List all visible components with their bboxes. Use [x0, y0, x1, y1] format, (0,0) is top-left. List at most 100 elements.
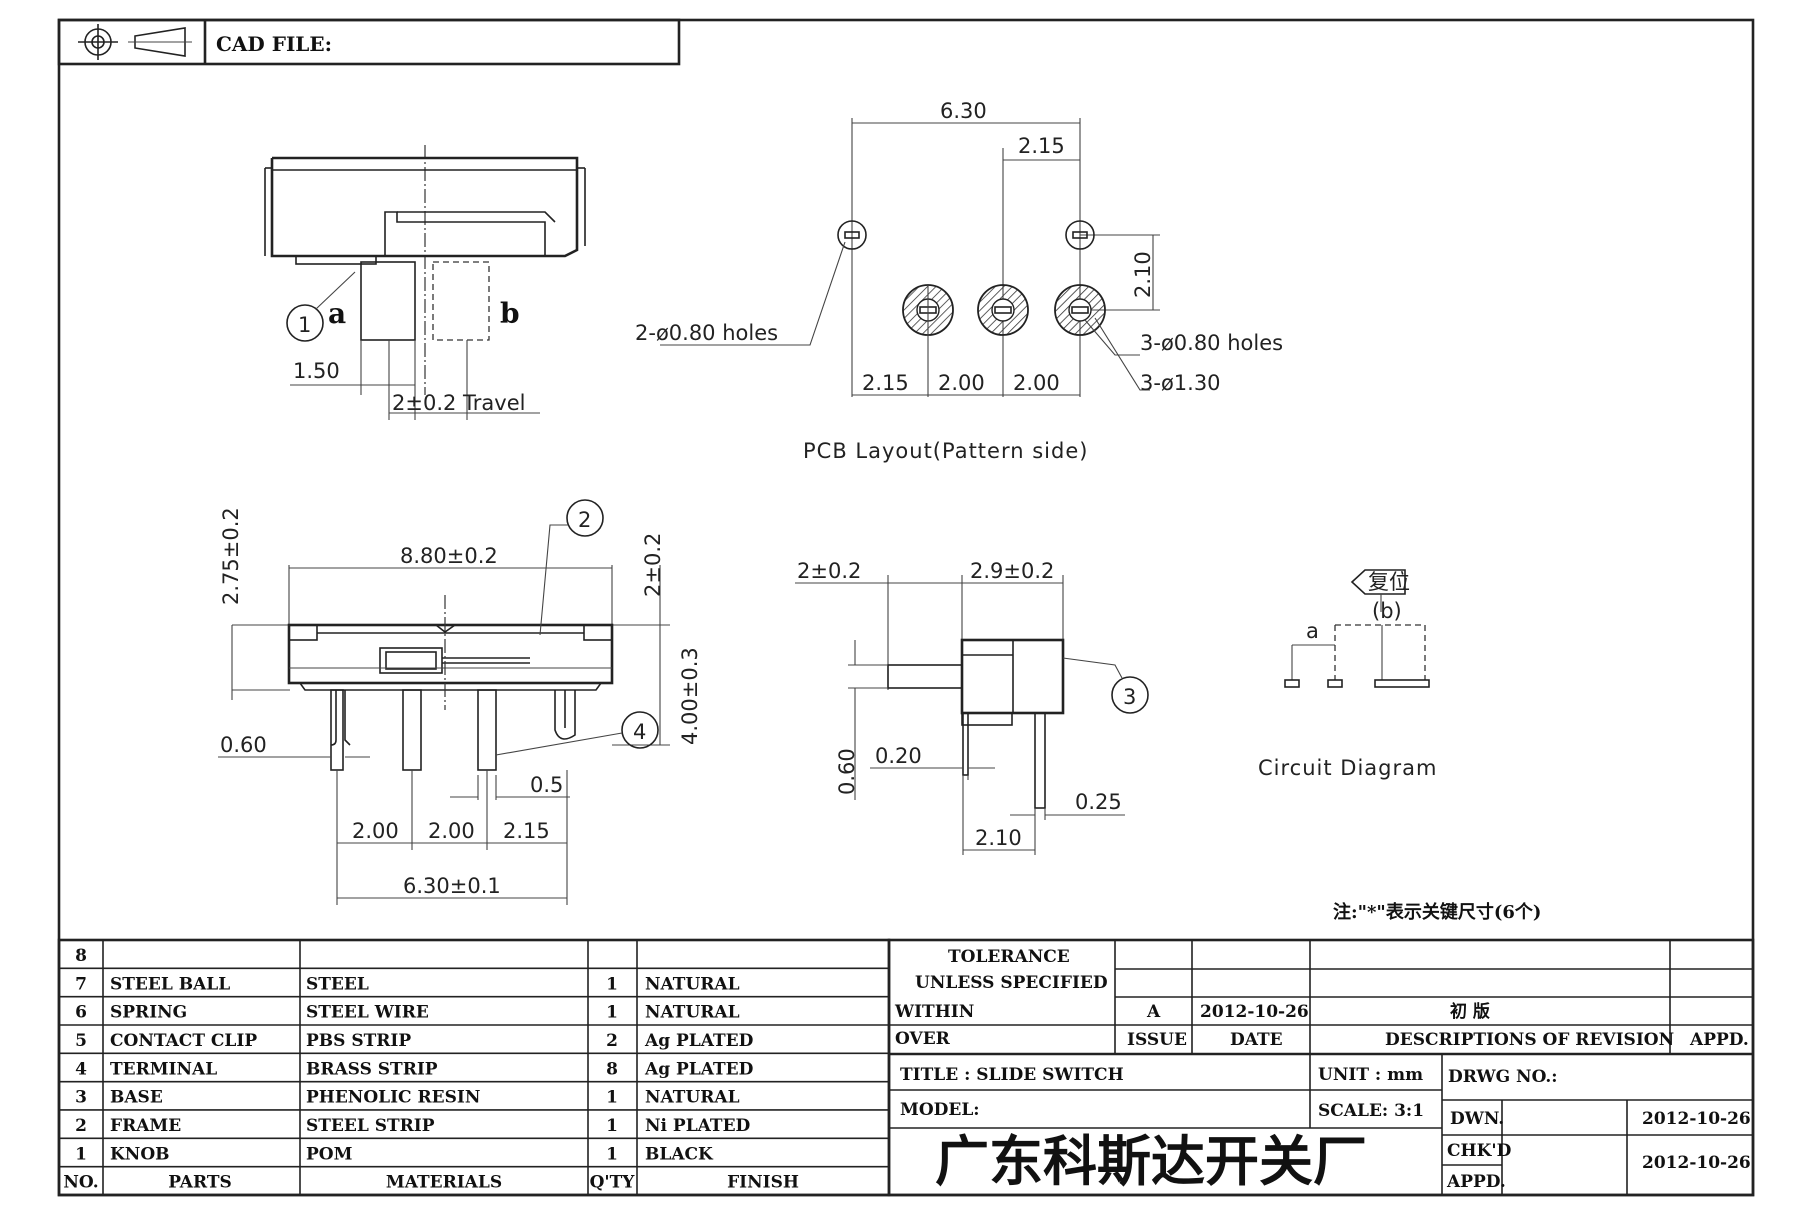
circuit-tag: 复位	[1368, 570, 1410, 594]
header-box: CAD FILE:	[57, 18, 681, 66]
bom-header-qty: Q'TY	[590, 1173, 636, 1193]
end-dim-2: 2±0.2	[797, 559, 861, 583]
bom-header-no: NO.	[63, 1173, 98, 1193]
tb-within: WITHIN	[894, 1002, 974, 1022]
end-dim-0-20: 0.20	[875, 744, 922, 768]
pcb-caption: PCB Layout(Pattern side)	[803, 439, 1088, 463]
tb-dwn: DWN.	[1450, 1109, 1504, 1129]
bom-row-no: 6	[75, 1003, 87, 1023]
tb-dwn-date: 2012-10-26	[1642, 1109, 1751, 1129]
front-dim-2-right: 2±0.2	[641, 533, 665, 597]
callout-4: 4	[633, 720, 646, 744]
bom-row-finish: NATURAL	[645, 1088, 740, 1108]
bom-row-no: 7	[75, 974, 87, 994]
bom-row-material: PBS STRIP	[306, 1031, 411, 1051]
callout-2-circle	[566, 499, 604, 537]
bom-row-material: PHENOLIC RESIN	[306, 1088, 480, 1108]
side-label-a: a	[328, 297, 346, 330]
pcb-dim-6-30: 6.30	[940, 99, 987, 123]
bom-row-part: FRAME	[110, 1116, 181, 1136]
tb-company: 广东科斯达开关厂	[935, 1129, 1367, 1193]
bom-row-no: 5	[75, 1031, 87, 1051]
front-dim-2-00a: 2.00	[352, 819, 399, 843]
bom-row-no: 1	[75, 1144, 87, 1164]
pcb-holes-right-2: 3-ø1.30	[1140, 371, 1221, 395]
tb-date-label: DATE	[1230, 1030, 1283, 1050]
pcb-holes-right-1: 3-ø0.80 holes	[1140, 331, 1283, 355]
callout-4-circle	[621, 711, 659, 749]
front-dim-0-5: 0.5	[530, 773, 563, 797]
front-dim-4-00: 4.00±0.3	[678, 647, 702, 745]
tb-rev-date: 2012-10-26	[1200, 1002, 1309, 1022]
bom-row-finish: BLACK	[645, 1144, 714, 1164]
pcb-hole-small-right	[1065, 220, 1095, 250]
key-dimension-note: 注:"*"表示关键尺寸(6个)	[1333, 901, 1541, 923]
pcb-dim-2-10: 2.10	[1131, 251, 1155, 298]
bom-row-qty: 1	[606, 1144, 618, 1164]
bom-row-part: KNOB	[110, 1144, 170, 1164]
bom-row-qty: 1	[606, 1116, 618, 1136]
callout-1: 1	[298, 313, 311, 337]
side-view: a b 1 1.50 2±0.2 Travel	[264, 145, 586, 420]
pcb-pad-2	[977, 284, 1029, 336]
tb-appd: APPD.	[1446, 1172, 1506, 1192]
pcb-dim-bottom-3: 2.00	[1013, 371, 1060, 395]
pcb-pad-3	[1054, 284, 1106, 336]
bom-row-finish: Ag PLATED	[644, 1031, 754, 1051]
front-dim-2-15: 2.15	[503, 819, 550, 843]
tb-unless: UNLESS SPECIFIED	[915, 973, 1108, 993]
end-view: 2±0.2 2.9±0.2 0.60 0.20 0.25 2.10 3	[795, 559, 1149, 855]
reset-tag-icon: 复位	[1350, 569, 1410, 595]
bom-row-part: STEEL BALL	[110, 974, 230, 994]
end-dim-0-25: 0.25	[1075, 790, 1122, 814]
bom-row-qty: 1	[606, 1003, 618, 1023]
bom-row-qty: 8	[606, 1059, 618, 1079]
pcb-holes-left: 2-ø0.80 holes	[635, 321, 778, 345]
front-dim-8-80: 8.80±0.2	[400, 544, 498, 568]
front-dim-2-75: 2.75±0.2	[219, 507, 243, 605]
circuit-caption: Circuit Diagram	[1258, 756, 1437, 780]
bom-header-materials: MATERIALS	[386, 1173, 502, 1193]
bom-row-part: SPRING	[110, 1003, 187, 1023]
callout-3: 3	[1123, 685, 1136, 709]
pcb-hole-small-left	[837, 220, 867, 250]
pcb-dim-bottom-2: 2.00	[938, 371, 985, 395]
pcb-layout: 6.30 2.15 2.10	[635, 99, 1283, 463]
front-dim-6-30: 6.30±0.1	[403, 874, 501, 898]
side-label-b: b	[500, 297, 520, 330]
bom-header-finish: FINISH	[727, 1173, 799, 1193]
tb-over: OVER	[895, 1029, 951, 1049]
front-dim-0-60: 0.60	[220, 733, 267, 757]
title-block: TOLERANCE UNLESS SPECIFIED WITHIN OVER A…	[887, 938, 1755, 1197]
bom-row-finish: NATURAL	[645, 974, 740, 994]
bom-row-no: 4	[75, 1059, 87, 1079]
end-dim-2-9: 2.9±0.2	[970, 559, 1054, 583]
tb-chkd-date: 2012-10-26	[1642, 1153, 1751, 1173]
bom-row-material: BRASS STRIP	[306, 1059, 438, 1079]
end-dim-0-60: 0.60	[835, 748, 859, 795]
bom-row-material: POM	[306, 1144, 353, 1164]
tb-issue-label: ISSUE	[1127, 1030, 1187, 1050]
circuit-diagram: 复位 (b) a Circuit Diagram	[1258, 569, 1437, 780]
bom-row-part: TERMINAL	[110, 1059, 217, 1079]
callout-3-circle	[1111, 676, 1149, 714]
tb-appd-label: APPD.	[1689, 1030, 1749, 1050]
bom-row-material: STEEL WIRE	[306, 1003, 429, 1023]
bom-row-no: 2	[75, 1116, 87, 1136]
bom-header-parts: PARTS	[168, 1173, 232, 1193]
tb-tolerance: TOLERANCE	[948, 947, 1070, 967]
callout-1-circle	[286, 304, 324, 342]
bom-row-finish: NATURAL	[645, 1003, 740, 1023]
tb-desc-label: DESCRIPTIONS OF REVISION	[1385, 1030, 1674, 1050]
bom-row-finish: Ni PLATED	[645, 1116, 751, 1136]
bom-row-no: 3	[75, 1088, 87, 1108]
bom-row-no: 8	[75, 946, 87, 966]
bom-row-qty: 1	[606, 1088, 618, 1108]
projection-symbol-icon	[78, 24, 192, 60]
tb-drwg-no: DRWG NO.:	[1448, 1067, 1558, 1087]
bom-row-part: BASE	[110, 1088, 163, 1108]
tb-unit: UNIT : mm	[1318, 1065, 1423, 1085]
pcb-dim-bottom-1: 2.15	[862, 371, 909, 395]
